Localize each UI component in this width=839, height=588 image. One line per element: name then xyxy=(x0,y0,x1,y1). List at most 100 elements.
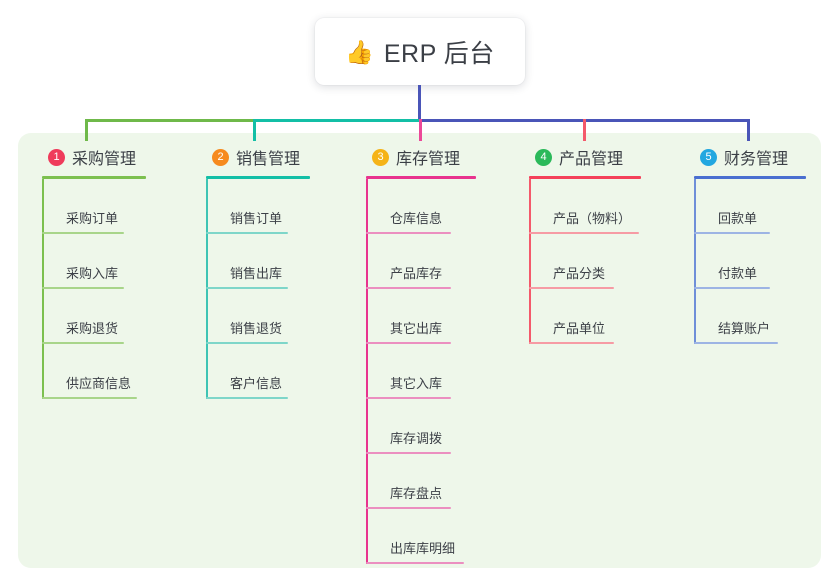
leaf-item-label: 其它出库 xyxy=(390,321,443,336)
column-purchasing: 1 采购管理采购订单采购入库采购退货供应商信息 xyxy=(42,145,146,399)
leaf-item-rule xyxy=(42,342,124,344)
column-spine-sales xyxy=(206,179,208,399)
leaf-item-rule xyxy=(529,232,639,234)
leaf-item[interactable]: 产品单位 xyxy=(529,289,641,344)
badge-number-inventory: 3 xyxy=(372,148,389,166)
leaf-item-label: 采购入库 xyxy=(66,266,119,281)
column-header-finance[interactable]: 5 财务管理 xyxy=(694,145,806,169)
thumbs-up-icon: 👍 xyxy=(345,39,374,65)
leaf-item[interactable]: 供应商信息 xyxy=(42,344,146,399)
column-sales: 2 销售管理销售订单销售出库销售退货客户信息 xyxy=(206,145,310,399)
leaf-item[interactable]: 其它出库 xyxy=(366,289,476,344)
column-spine-finance xyxy=(694,179,696,344)
leaf-item-label: 产品单位 xyxy=(553,321,606,336)
leaf-item-rule xyxy=(366,562,464,564)
leaf-item-rule xyxy=(694,287,770,289)
leaf-item-label: 产品库存 xyxy=(390,266,443,281)
column-title-inventory: 库存管理 xyxy=(396,151,461,168)
leaf-item-label: 销售退货 xyxy=(230,321,283,336)
leaf-item-label: 供应商信息 xyxy=(66,376,132,391)
column-rule-finance xyxy=(694,176,806,179)
badge-number-finance: 5 xyxy=(700,148,717,166)
leaf-item[interactable]: 产品（物料） xyxy=(529,179,641,234)
column-inventory: 3 库存管理仓库信息产品库存其它出库其它入库库存调拨库存盘点出库库明细 xyxy=(366,145,476,564)
column-body-product: 产品（物料） 产品分类产品单位 xyxy=(529,179,641,344)
leaf-item-label: 回款单 xyxy=(718,211,758,226)
column-body-inventory: 仓库信息产品库存其它出库其它入库库存调拨库存盘点出库库明细 xyxy=(366,179,476,564)
column-title-sales: 销售管理 xyxy=(236,151,301,168)
root-node-label: ERP 后台 xyxy=(383,39,495,68)
leaf-item-rule xyxy=(206,397,288,399)
leaf-item-rule xyxy=(366,507,451,509)
leaf-item-label: 销售订单 xyxy=(230,211,283,226)
leaf-item[interactable]: 采购订单 xyxy=(42,179,146,234)
leaf-item[interactable]: 库存盘点 xyxy=(366,454,476,509)
leaf-item-label: 结算账户 xyxy=(718,321,771,336)
column-spine-product xyxy=(529,179,531,344)
badge-number-purchasing: 1 xyxy=(48,148,65,166)
root-node-erp-backend[interactable]: 👍 ERP 后台 xyxy=(315,18,525,85)
leaf-item[interactable]: 仓库信息 xyxy=(366,179,476,234)
leaf-item[interactable]: 库存调拨 xyxy=(366,399,476,454)
leaf-item[interactable]: 结算账户 xyxy=(694,289,806,344)
leaf-item-rule xyxy=(529,287,614,289)
leaf-item-label: 采购退货 xyxy=(66,321,119,336)
leaf-item[interactable]: 回款单 xyxy=(694,179,806,234)
leaf-item-label: 销售出库 xyxy=(230,266,283,281)
connector-drop-product xyxy=(583,119,586,141)
column-body-purchasing: 采购订单采购入库采购退货供应商信息 xyxy=(42,179,146,399)
badge-number-product: 4 xyxy=(535,148,552,166)
leaf-item-rule xyxy=(366,232,451,234)
leaf-item-label: 仓库信息 xyxy=(390,211,443,226)
leaf-item[interactable]: 销售出库 xyxy=(206,234,310,289)
column-header-sales[interactable]: 2 销售管理 xyxy=(206,145,310,169)
leaf-item-label: 采购订单 xyxy=(66,211,119,226)
leaf-item-label: 库存调拨 xyxy=(390,431,443,446)
column-header-purchasing[interactable]: 1 采购管理 xyxy=(42,145,146,169)
leaf-item[interactable]: 出库库明细 xyxy=(366,509,476,564)
column-rule-purchasing xyxy=(42,176,146,179)
leaf-item-rule xyxy=(42,287,124,289)
column-title-finance: 财务管理 xyxy=(724,151,789,168)
column-rule-inventory xyxy=(366,176,476,179)
leaf-item[interactable]: 销售订单 xyxy=(206,179,310,234)
connector-root-stem xyxy=(418,85,421,122)
leaf-item[interactable]: 客户信息 xyxy=(206,344,310,399)
leaf-item[interactable]: 采购入库 xyxy=(42,234,146,289)
leaf-item-rule xyxy=(206,232,288,234)
column-rule-sales xyxy=(206,176,310,179)
column-title-purchasing: 采购管理 xyxy=(72,151,137,168)
connector-drop-purchasing xyxy=(85,119,88,141)
leaf-item-label: 产品分类 xyxy=(553,266,606,281)
column-spine-purchasing xyxy=(42,179,44,399)
leaf-item-label: 出库库明细 xyxy=(390,541,456,556)
leaf-item-label: 库存盘点 xyxy=(390,486,443,501)
badge-number-sales: 2 xyxy=(212,148,229,166)
leaf-item-rule xyxy=(366,287,451,289)
leaf-item-rule xyxy=(42,232,124,234)
leaf-item[interactable]: 销售退货 xyxy=(206,289,310,344)
connector-drop-sales xyxy=(253,119,256,141)
connector-drop-inventory xyxy=(419,119,422,141)
leaf-item-label: 产品（物料） xyxy=(553,211,632,226)
column-body-finance: 回款单付款单结算账户 xyxy=(694,179,806,344)
leaf-item[interactable]: 采购退货 xyxy=(42,289,146,344)
leaf-item-rule xyxy=(42,397,137,399)
leaf-item[interactable]: 产品分类 xyxy=(529,234,641,289)
leaf-item-rule xyxy=(529,342,614,344)
column-header-inventory[interactable]: 3 库存管理 xyxy=(366,145,476,169)
leaf-item[interactable]: 其它入库 xyxy=(366,344,476,399)
leaf-item-rule xyxy=(694,232,770,234)
leaf-item-label: 其它入库 xyxy=(390,376,443,391)
leaf-item-rule xyxy=(694,342,778,344)
leaf-item-rule xyxy=(366,397,451,399)
connector-drop-finance xyxy=(747,119,750,141)
connector-segment-green xyxy=(85,119,254,122)
diagram-background-panel xyxy=(18,133,821,568)
leaf-item[interactable]: 付款单 xyxy=(694,234,806,289)
leaf-item[interactable]: 产品库存 xyxy=(366,234,476,289)
connector-segment-teal xyxy=(254,119,419,122)
leaf-item-label: 付款单 xyxy=(718,266,758,281)
